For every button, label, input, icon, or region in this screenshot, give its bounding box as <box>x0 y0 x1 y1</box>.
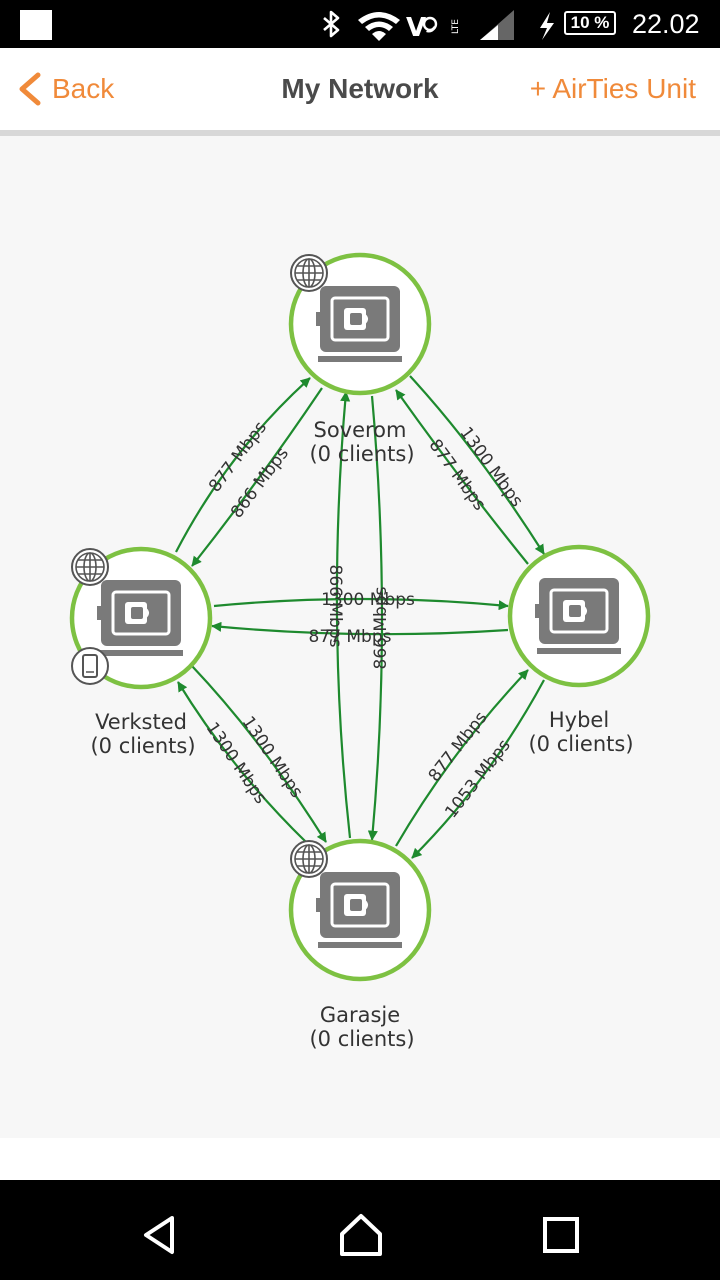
network-map: 877 Mbps 866 Mbps 1300 Mbps 877 Mbps 130… <box>0 136 720 1138</box>
link-hybel-verksted <box>211 621 509 636</box>
notification-square-icon <box>20 10 52 40</box>
globe-icon <box>290 254 328 292</box>
airties-device-icon <box>95 578 185 658</box>
link-soverom-garasje <box>367 395 384 841</box>
node-soverom-name: Soverom <box>313 418 406 442</box>
node-hybel-name: Hybel <box>549 708 609 732</box>
link-label-hybel-verksted: 877 Mbps <box>309 627 392 647</box>
add-airties-unit-button[interactable]: + AirTies Unit <box>529 73 696 104</box>
node-hybel[interactable] <box>507 544 651 688</box>
airties-device-icon <box>314 870 404 950</box>
node-verksted-clients: (0 clients) <box>90 734 195 758</box>
home-icon[interactable] <box>336 1210 386 1260</box>
node-verksted-name: Verksted <box>95 710 187 734</box>
lte-label: LTE <box>451 19 461 34</box>
link-label-soverom-garasje: 866 Mbps <box>371 586 391 669</box>
link-verksted-garasje <box>191 665 327 843</box>
node-garasje-name: Garasje <box>320 1003 400 1027</box>
link-soverom-verksted <box>191 387 323 567</box>
globe-icon <box>290 840 328 878</box>
node-garasje[interactable] <box>288 838 432 982</box>
app-bar: Back My Network + AirTies Unit <box>0 48 720 130</box>
bottom-spacer <box>0 1138 720 1180</box>
link-arrows <box>175 375 545 859</box>
battery-icon: 10 % <box>564 11 616 35</box>
node-garasje-clients: (0 clients) <box>309 1027 414 1051</box>
link-verksted-hybel <box>213 597 509 611</box>
back-triangle-icon[interactable] <box>136 1210 186 1260</box>
back-button[interactable]: Back <box>16 68 114 110</box>
back-label: Back <box>52 73 115 104</box>
link-hybel-garasje <box>411 679 545 859</box>
link-hybel-soverom <box>395 389 529 565</box>
signal-icon <box>480 10 514 40</box>
node-soverom[interactable] <box>288 252 432 396</box>
system-nav-bar <box>0 1180 720 1280</box>
link-garasje-verksted <box>177 681 307 843</box>
link-labels: 877 Mbps 866 Mbps 1300 Mbps 877 Mbps 130… <box>202 418 527 822</box>
volte-icon: V LTE <box>406 13 461 42</box>
wifi-icon <box>358 12 400 41</box>
node-soverom-clients: (0 clients) <box>309 442 414 466</box>
node-verksted[interactable] <box>69 546 213 690</box>
airties-device-icon <box>533 576 623 656</box>
header-divider <box>0 130 720 136</box>
svg-text:V: V <box>406 13 426 42</box>
link-label-garasje-soverom: 866 Mbps <box>325 565 345 648</box>
link-soverom-hybel <box>409 375 545 555</box>
status-bar: V LTE 10 % 22.02 <box>0 0 720 48</box>
bluetooth-icon <box>323 10 340 38</box>
chevron-left-icon <box>19 72 41 106</box>
link-verksted-soverom <box>175 377 311 553</box>
link-garasje-soverom <box>335 391 352 839</box>
status-time: 22.02 <box>632 9 700 39</box>
mobile-device-icon <box>71 647 109 685</box>
network-map-svg: 877 Mbps 866 Mbps 1300 Mbps 877 Mbps 130… <box>69 252 651 1051</box>
status-icons: V LTE <box>323 10 554 42</box>
link-garasje-hybel <box>395 669 529 847</box>
recents-square-icon[interactable] <box>536 1210 586 1260</box>
node-hybel-clients: (0 clients) <box>528 732 633 756</box>
charging-icon <box>540 12 554 40</box>
link-label-verksted-hybel: 1300 Mbps <box>321 590 415 610</box>
globe-icon <box>71 548 109 586</box>
airties-device-icon <box>314 284 404 364</box>
